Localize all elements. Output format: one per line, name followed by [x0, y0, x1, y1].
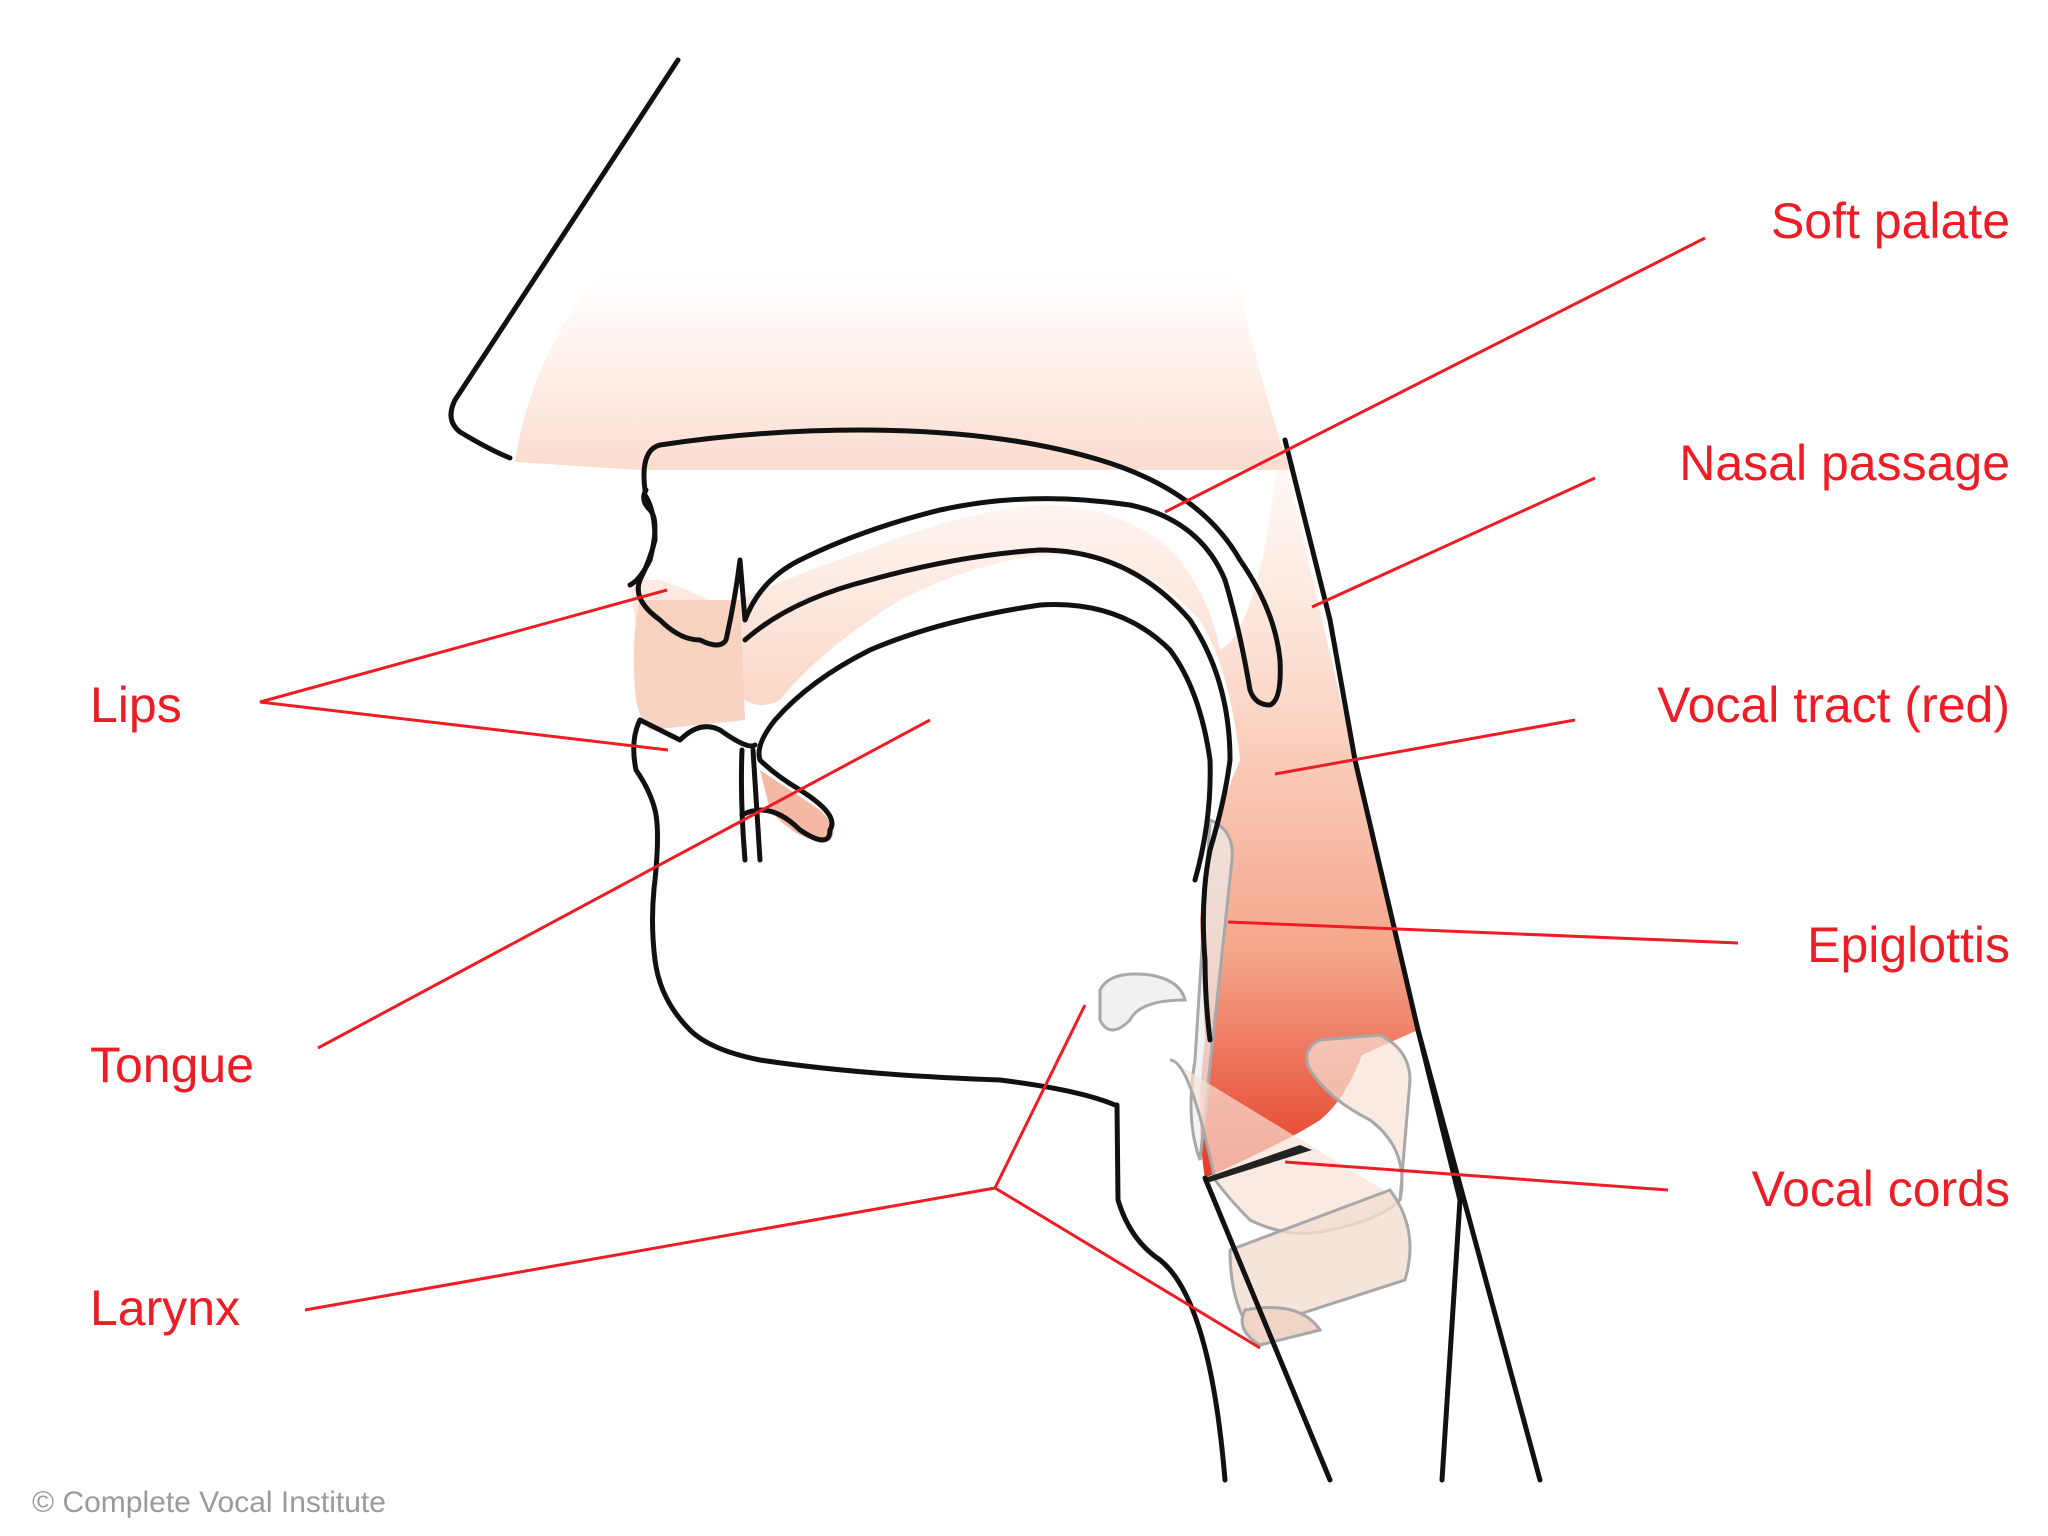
vocal-cords-leader [1284, 1160, 1669, 1192]
leader-lines [259, 236, 1739, 1350]
nasal-cavity-shade [515, 272, 1290, 470]
vocal-tract-leader [1274, 718, 1576, 776]
larynx-label: Larynx [90, 1280, 240, 1336]
epiglottis-leader [1227, 920, 1739, 945]
larynx-leader-branch [994, 1186, 1261, 1350]
labels: Soft palate Nasal passage Vocal tract (r… [90, 193, 2010, 1336]
tongue-tip-shade [760, 770, 834, 841]
tongue-leader [317, 718, 931, 1050]
vocal-tract-shade [630, 440, 1418, 1178]
lips-label: Lips [90, 677, 182, 733]
vocal-tract-label: Vocal tract (red) [1657, 677, 2010, 733]
copyright-credit: © Complete Vocal Institute [32, 1486, 386, 1519]
head-outline [448, 57, 1543, 1483]
epiglottis-label: Epiglottis [1807, 917, 2010, 973]
larynx-leader [304, 1004, 1087, 1312]
lips-leader [259, 588, 669, 752]
lip-area-shade [633, 600, 745, 730]
nasal-passage-label: Nasal passage [1679, 435, 2010, 491]
tongue-label: Tongue [90, 1037, 254, 1093]
vocal-cords-label: Vocal cords [1752, 1161, 2010, 1217]
soft-palate-leader [1164, 236, 1706, 514]
nasal-passage-leader [1311, 476, 1596, 609]
soft-palate-label: Soft palate [1771, 193, 2010, 249]
vocal-cords-shape [1205, 1145, 1312, 1182]
